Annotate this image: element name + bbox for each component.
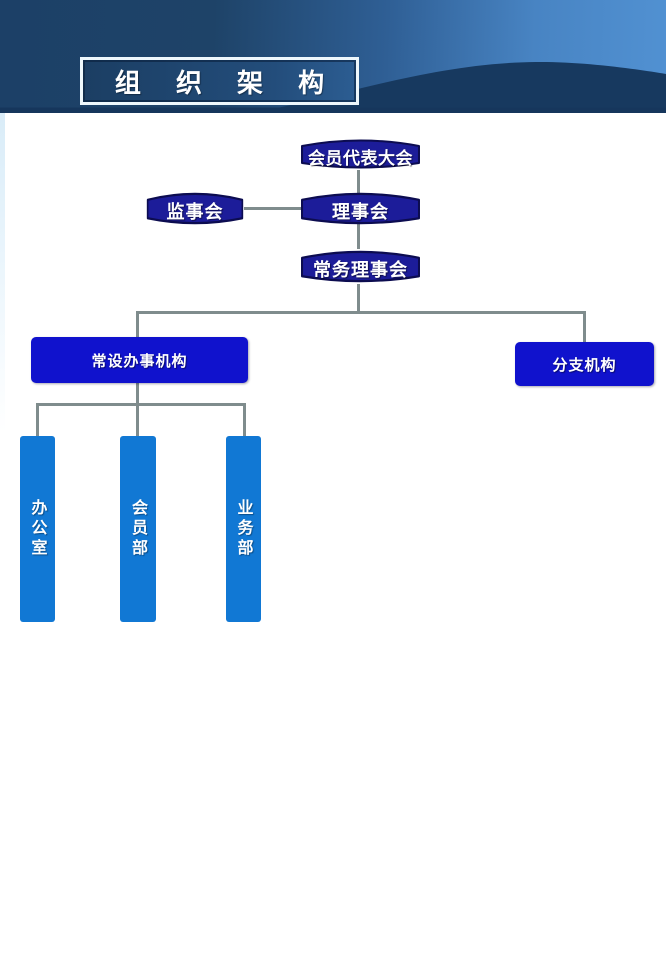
node-assembly-label: 会员代表大会 [308,148,413,169]
connector-horizontal-main [136,311,586,314]
connector-office-down [136,383,139,404]
node-dept-office: 办公室 [20,436,55,622]
connector-council-standing [357,224,360,249]
node-council-label: 理事会 [332,201,389,223]
connector-to-dept-office [36,403,39,436]
node-branch-org-label: 分支机构 [552,355,617,374]
node-dept-business: 业务部 [226,436,261,622]
node-branch-org: 分支机构 [515,342,654,386]
node-permanent-office: 常设办事机构 [31,337,248,383]
node-permanent-office-label: 常设办事机构 [91,351,188,370]
wave-shape [301,192,420,225]
node-supervisory-label: 监事会 [166,201,224,223]
node-council: 理事会 [300,189,421,228]
wave-shape [146,192,244,225]
wave-shape [301,250,420,283]
connector-to-dept-business [243,403,246,436]
connector-assembly-council [357,170,360,196]
node-dept-business-label: 业务部 [234,499,254,559]
node-dept-office-label: 办公室 [28,499,48,559]
left-edge-accent [0,113,5,433]
page-title: 组 织 架 构 [114,68,338,99]
node-standing-council-label: 常务理事会 [313,259,408,281]
connector-standing-down [357,284,360,312]
connector-to-permanent-office [136,311,139,338]
connector-horizontal-departments [36,403,246,406]
connector-to-branch [583,311,586,342]
connector-to-dept-membership [136,403,139,436]
node-assembly: 会员代表大会 [300,136,421,172]
node-supervisory: 监事会 [146,189,244,228]
node-dept-membership-label: 会员部 [129,499,148,559]
node-dept-membership: 会员部 [120,436,156,622]
node-standing-council: 常务理事会 [300,247,421,286]
wave-shape [301,139,420,169]
page-title-box: 组 织 架 构 [80,57,359,105]
connector-supervisory-council [244,207,301,210]
header-banner: 组 织 架 构 [0,0,666,113]
